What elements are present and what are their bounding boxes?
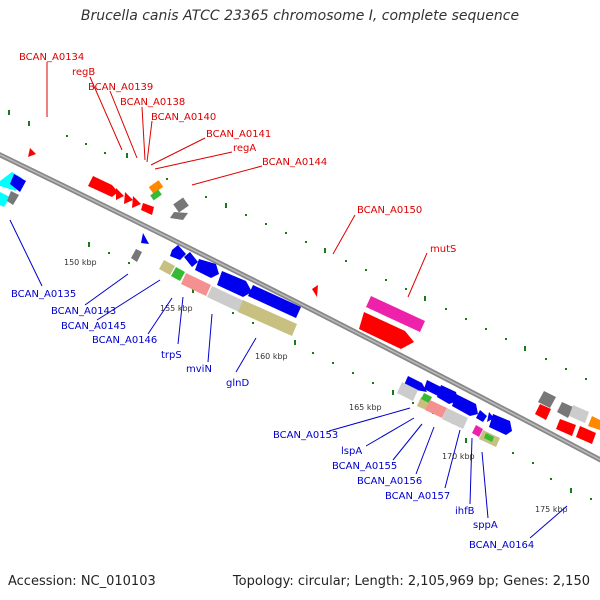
topology-text: Topology: circular; Length: 2,105,969 bp… — [232, 574, 590, 589]
gene-feature[interactable] — [424, 380, 441, 396]
gene-feature[interactable] — [131, 249, 142, 262]
gene-label-bcan-a0140[interactable]: BCAN_A0140 — [151, 112, 216, 123]
gene-label-bcan-a0155[interactable]: BCAN_A0155 — [332, 461, 397, 472]
top-gene-labels: BCAN_A0134 regB BCAN_A0139 BCAN_A0138 BC… — [19, 52, 456, 255]
gene-feature[interactable] — [173, 197, 189, 213]
gene-feature[interactable] — [484, 433, 494, 442]
gene-feature[interactable] — [248, 285, 301, 318]
gene-label-bcan-a0145[interactable]: BCAN_A0145 — [61, 321, 126, 332]
gene-feature[interactable] — [88, 176, 118, 197]
gene-label-bcan-a0143[interactable]: BCAN_A0143 — [51, 306, 116, 317]
gene-feature[interactable] — [171, 267, 185, 281]
gene-feature[interactable] — [421, 393, 432, 403]
outer-tick-track — [8, 110, 587, 380]
gene-feature[interactable] — [404, 376, 427, 392]
kbp-label: 165 kbp — [349, 403, 382, 412]
gene-label-bcan-a0139[interactable]: BCAN_A0139 — [88, 82, 153, 93]
gene-label-bcan-a0138[interactable]: BCAN_A0138 — [120, 97, 185, 108]
gene-feature[interactable] — [10, 174, 26, 192]
gene-feature[interactable] — [148, 180, 164, 194]
gene-feature[interactable] — [538, 391, 556, 408]
gene-feature[interactable] — [141, 203, 154, 215]
gene-feature[interactable] — [588, 416, 600, 430]
gene-feature[interactable] — [359, 312, 414, 349]
gene-label-bcan-a0164[interactable]: BCAN_A0164 — [469, 540, 534, 551]
gene-feature[interactable] — [141, 233, 149, 244]
kbp-label: 150 kbp — [64, 258, 97, 267]
gene-feature[interactable] — [28, 148, 36, 157]
gene-feature[interactable] — [170, 212, 188, 220]
accession-text: Accession: NC_010103 — [8, 574, 156, 589]
gene-feature[interactable] — [557, 402, 573, 418]
gene-label-glnd[interactable]: glnD — [226, 378, 249, 389]
gene-feature[interactable] — [437, 385, 458, 404]
gene-label-rega[interactable]: regA — [233, 143, 256, 154]
gene-feature[interactable] — [195, 259, 219, 278]
gene-label-muts[interactable]: mutS — [430, 244, 456, 255]
gene-feature[interactable] — [312, 285, 318, 297]
gene-label-mvin[interactable]: mviN — [186, 364, 212, 375]
gene-label-bcan-a0141[interactable]: BCAN_A0141 — [206, 129, 271, 140]
gene-feature[interactable] — [535, 404, 551, 420]
gene-feature[interactable] — [124, 192, 133, 204]
gene-feature[interactable] — [116, 188, 124, 200]
gene-feature[interactable] — [170, 245, 186, 260]
gene-label-bcan-a0135[interactable]: BCAN_A0135 — [11, 289, 76, 300]
gene-feature[interactable] — [238, 300, 297, 336]
top-label-leaders — [46, 62, 428, 298]
gene-feature[interactable] — [159, 260, 175, 275]
gene-label-lspa[interactable]: lspA — [341, 446, 362, 457]
gene-feature[interactable] — [397, 382, 418, 401]
gene-feature[interactable] — [489, 414, 512, 435]
kbp-label: 160 kbp — [255, 352, 288, 361]
gene-feature[interactable] — [452, 394, 478, 416]
gene-feature[interactable] — [0, 192, 10, 207]
gene-feature[interactable] — [476, 410, 487, 422]
gene-feature[interactable] — [576, 426, 596, 444]
gene-feature[interactable] — [425, 400, 447, 418]
gene-label-bcan-a0146[interactable]: BCAN_A0146 — [92, 335, 157, 346]
gene-label-trps[interactable]: trpS — [161, 350, 182, 361]
kbp-label: 155 kbp — [160, 304, 193, 313]
gene-feature[interactable] — [7, 191, 19, 205]
gene-feature[interactable] — [442, 408, 468, 429]
gene-feature[interactable] — [217, 271, 252, 297]
gene-feature[interactable] — [207, 286, 244, 312]
kbp-label: 175 kbp — [535, 505, 568, 514]
kbp-label: 170 kbp — [442, 452, 475, 461]
gene-label-bcan-a0156[interactable]: BCAN_A0156 — [357, 476, 422, 487]
gene-feature[interactable] — [556, 419, 576, 436]
bottom-label-leaders — [9, 219, 568, 539]
gene-label-bcan-a0153[interactable]: BCAN_A0153 — [273, 430, 338, 441]
gene-feature[interactable] — [184, 252, 198, 267]
gene-label-bcan-a0150[interactable]: BCAN_A0150 — [357, 205, 422, 216]
gene-label-bcan-a0134[interactable]: BCAN_A0134 — [19, 52, 84, 63]
chromosome-backbone-highlight — [0, 154, 600, 461]
gene-feature[interactable] — [181, 273, 211, 296]
gene-feature[interactable] — [569, 405, 589, 423]
gene-feature[interactable] — [487, 412, 494, 422]
gene-label-regb[interactable]: regB — [72, 67, 95, 78]
gene-feature[interactable] — [132, 196, 141, 208]
forward-strand-genes — [28, 148, 600, 444]
bottom-gene-labels: BCAN_A0135 BCAN_A0143 BCAN_A0145 BCAN_A0… — [11, 289, 534, 551]
gene-label-bcan-a0144[interactable]: BCAN_A0144 — [262, 157, 327, 168]
map-title: Brucella canis ATCC 23365 chromosome I, … — [80, 8, 520, 24]
gene-feature[interactable] — [150, 189, 162, 201]
gene-feature[interactable] — [366, 296, 425, 332]
gene-feature[interactable] — [472, 425, 483, 437]
gene-label-sppa[interactable]: sppA — [473, 520, 498, 531]
gene-label-bcan-a0157[interactable]: BCAN_A0157 — [385, 491, 450, 502]
reverse-strand-genes — [0, 172, 512, 447]
gene-label-ihfb[interactable]: ihfB — [455, 506, 475, 517]
